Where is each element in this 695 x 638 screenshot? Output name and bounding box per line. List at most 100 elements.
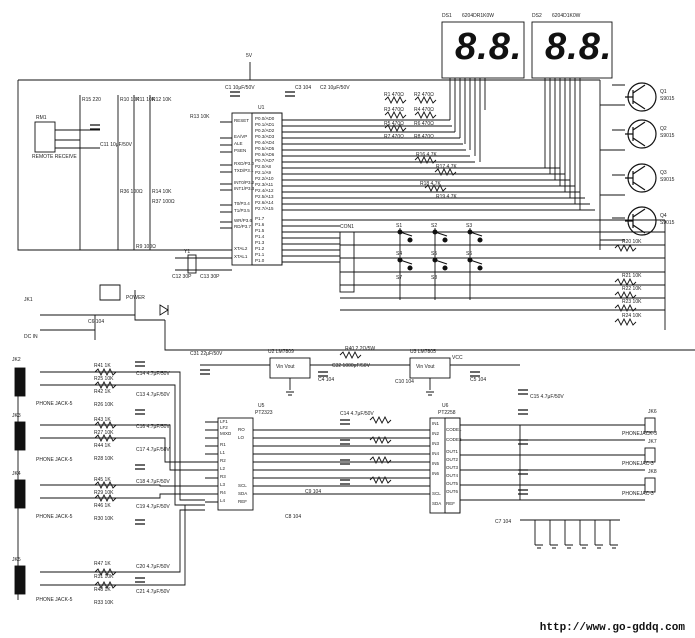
u2-pins: Vin Vout bbox=[276, 364, 295, 370]
pullup-label: R20 10K bbox=[622, 239, 642, 245]
u5-pin-label: L1 bbox=[220, 450, 226, 455]
resistor-label: R19 4.7K bbox=[436, 194, 457, 200]
misc-resistor-label: R10 10K bbox=[120, 97, 140, 103]
misc-resistor-label: R12 10K bbox=[152, 97, 172, 103]
jack-part-label: R41 1K bbox=[94, 363, 111, 369]
jack-part-label: C19 4.7μF/50V bbox=[136, 504, 170, 510]
u5-pin-label: R3 bbox=[220, 474, 226, 479]
u3-ref: U3 LM7805 bbox=[410, 349, 436, 355]
jack-part-label: R47 1K bbox=[94, 561, 111, 567]
u1-pin-label: INT0/P3.2 bbox=[234, 180, 255, 185]
jack-label-right: PHONEJAC-3 bbox=[622, 491, 654, 497]
u1-pin-label: ALE bbox=[234, 141, 243, 146]
display-ds2-part: 6204D1K0W bbox=[552, 13, 581, 19]
jack-part-label: C16 4.7μF/50V bbox=[136, 424, 170, 430]
jack-label-right: PHONEJAC-3 bbox=[622, 461, 654, 467]
q1-part: S9015 bbox=[660, 96, 675, 102]
jack-part-label: C18 4.7μF/50V bbox=[136, 479, 170, 485]
u1-pin-label: PSEN bbox=[234, 148, 247, 153]
jack-ref-left: JK5 bbox=[12, 557, 21, 563]
switch-s3 bbox=[467, 229, 483, 243]
misc-resistor-label: R11 10K bbox=[136, 97, 156, 103]
crystal-label: Y1 bbox=[184, 249, 191, 255]
con1-label: CON1 bbox=[340, 224, 354, 230]
cap-label: C3 104 bbox=[295, 85, 312, 91]
u1-right-pin-label: P0.0/AD0 bbox=[255, 116, 275, 121]
cap-label: C1 10μF/50V bbox=[225, 85, 255, 91]
cap-label: C31 22μF/50V bbox=[190, 351, 223, 357]
cap-label: C10 104 bbox=[395, 379, 414, 385]
switch-label: S7 bbox=[396, 275, 403, 281]
jack-ref-right: JK7 bbox=[648, 439, 657, 445]
switch-label: S8 bbox=[431, 275, 438, 281]
u1-right-pin-label: P0.5/AD5 bbox=[255, 146, 275, 151]
u6-pin-label: SCL bbox=[432, 491, 441, 496]
u5-pin-label: LF1 bbox=[220, 419, 228, 424]
u6-pin-label: REF bbox=[446, 501, 455, 506]
jack-part-label: R44 1K bbox=[94, 443, 111, 449]
u1-pin-label: TXD/P3.1 bbox=[234, 168, 254, 173]
resistor-label: R16 4.7K bbox=[416, 152, 437, 158]
u6-pin-label: CODE2 bbox=[446, 437, 462, 442]
jack-ref-right: JK6 bbox=[648, 409, 657, 415]
u1-right-pin-label: P0.6/AD6 bbox=[255, 152, 275, 157]
switch-s4 bbox=[397, 257, 413, 271]
u1-pin-label: T0/P3.4 bbox=[234, 201, 250, 206]
cap-label: C8 104 bbox=[285, 514, 302, 520]
u6-pin-label: SDA bbox=[432, 501, 442, 506]
display-ds2-ref: DS2 bbox=[532, 13, 542, 19]
rm1-label: RM1 bbox=[36, 115, 47, 121]
resistor-label: R3 470Ω bbox=[384, 107, 404, 113]
switch-label: S3 bbox=[466, 223, 473, 229]
pullup-label: R24 10K bbox=[622, 313, 642, 319]
misc-resistor-label: R15 220 bbox=[82, 97, 101, 103]
cap-label: C6 104 bbox=[88, 319, 105, 325]
cap-label: C13 30P bbox=[200, 274, 220, 280]
u1-pin-label: RD/P3.7 bbox=[234, 224, 252, 229]
u6-pin-label: IN1 bbox=[432, 421, 440, 426]
jack-part-label: R42 1K bbox=[94, 389, 111, 395]
u1-pin-label: RXD/P3.0 bbox=[234, 161, 255, 166]
resistor-label: R7 470Ω bbox=[384, 134, 404, 140]
u1-pin-label: INT1/P3.3 bbox=[234, 186, 255, 191]
power-label: POWER bbox=[126, 295, 145, 301]
vcc-top-label: 5V bbox=[246, 53, 253, 59]
remote-receive-label: REMOTE RECEIVE bbox=[32, 154, 77, 160]
display-ds1-part: 6204DR1K0W bbox=[462, 13, 494, 19]
u1-ref: U1 bbox=[258, 105, 265, 111]
u6-pin-label: OUT2 bbox=[446, 457, 459, 462]
u5-pin-label: SDA bbox=[238, 491, 248, 496]
u1-right-pin-label: P0.3/AD3 bbox=[255, 134, 275, 139]
switch-label: S4 bbox=[396, 251, 403, 257]
switch-s6 bbox=[467, 257, 483, 271]
resistor-label: R8 470Ω bbox=[414, 134, 434, 140]
u1-right-pin-label: P0.2/AD2 bbox=[255, 128, 275, 133]
u1-right-pin-label: P1.2 bbox=[255, 246, 265, 251]
q4-part: S9015 bbox=[660, 220, 675, 226]
pullup-label: R22 10K bbox=[622, 286, 642, 292]
u5-pin-label: R2 bbox=[220, 458, 226, 463]
misc-resistor-label: R13 10K bbox=[190, 114, 210, 120]
cap-label: C11 10μF/50V bbox=[100, 142, 132, 148]
u5-pin-label: R1 bbox=[220, 442, 226, 447]
jack-part-label: R33 10K bbox=[94, 600, 114, 606]
u1-right-pin-label: P2.7/A15 bbox=[255, 206, 274, 211]
u5-pin-label: RO bbox=[238, 427, 245, 432]
u5-pin-label: SCL bbox=[238, 483, 247, 488]
resistor-label: R5 470Ω bbox=[384, 121, 404, 127]
u5-pin-label: L4 bbox=[220, 498, 226, 503]
q1-ref: Q1 bbox=[660, 89, 667, 95]
pullup-label: R23 10K bbox=[622, 299, 642, 305]
u6-pin-label: IN5 bbox=[432, 461, 440, 466]
resistor-label: R6 470Ω bbox=[414, 121, 434, 127]
jack-part-label: R27 10K bbox=[94, 430, 114, 436]
u1-right-pin-label: P1.5 bbox=[255, 228, 265, 233]
switch-s5 bbox=[432, 257, 448, 271]
u6-pin-label: IN4 bbox=[432, 451, 440, 456]
u5-pin-label: MIXD bbox=[220, 431, 232, 436]
q2-ref: Q2 bbox=[660, 126, 667, 132]
dc-in-label: DC IN bbox=[24, 334, 38, 340]
jack-part-label: R31 10K bbox=[94, 574, 114, 580]
resistor-label: R17 4.7K bbox=[436, 164, 457, 170]
u5-pin-label: R4 bbox=[220, 490, 226, 495]
